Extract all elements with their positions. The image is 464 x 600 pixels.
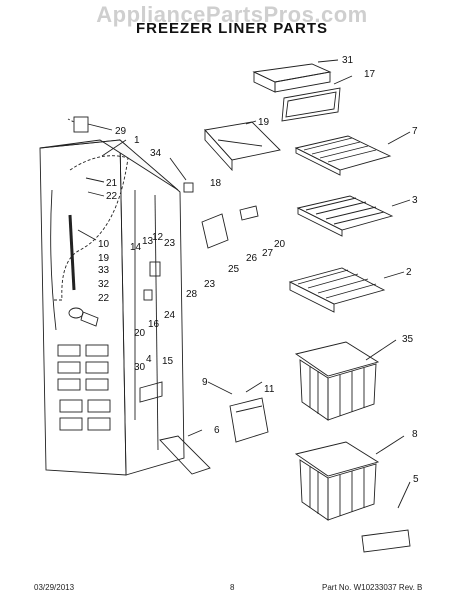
shelf-2 bbox=[288, 267, 386, 313]
callout-21: 21 bbox=[106, 178, 118, 189]
callout-4: 4 bbox=[146, 354, 152, 365]
footer-date: 03/29/2013 bbox=[34, 583, 75, 592]
block-34 bbox=[183, 182, 194, 193]
callout-23-mid: 23 bbox=[204, 279, 216, 290]
callout-34: 34 bbox=[150, 148, 162, 159]
callout-5: 5 bbox=[413, 474, 419, 485]
bracket-25 bbox=[201, 213, 229, 249]
callout-9: 9 bbox=[202, 377, 208, 388]
shelf-3 bbox=[296, 195, 394, 237]
freezer-liner bbox=[39, 138, 185, 476]
callout-33: 33 bbox=[98, 265, 110, 276]
callout-1: 1 bbox=[134, 135, 140, 146]
shelf-7 bbox=[294, 135, 392, 176]
callout-19-left: 19 bbox=[98, 253, 110, 264]
callout-25: 25 bbox=[228, 264, 240, 275]
cover-17 bbox=[281, 87, 341, 122]
callout-35: 35 bbox=[402, 334, 414, 345]
footer-page: 8 bbox=[230, 583, 235, 592]
callout-15: 15 bbox=[162, 356, 174, 367]
diagram-title: FREEZER LINER PARTS bbox=[135, 20, 329, 37]
callout-32: 32 bbox=[98, 279, 110, 290]
callout-18: 18 bbox=[210, 178, 222, 189]
clip-29 bbox=[67, 116, 89, 133]
callout-10: 10 bbox=[98, 239, 110, 250]
callout-20-mid: 20 bbox=[134, 328, 146, 339]
callout-17: 17 bbox=[364, 69, 376, 80]
callout-8: 8 bbox=[412, 429, 418, 440]
damper-31 bbox=[252, 63, 332, 93]
basket-35 bbox=[294, 341, 380, 421]
callout-16: 16 bbox=[148, 319, 160, 330]
callout-11: 11 bbox=[264, 384, 275, 395]
bracket-18 bbox=[204, 121, 281, 172]
strip-5 bbox=[361, 529, 411, 553]
callout-3: 3 bbox=[412, 195, 418, 206]
callout-6: 6 bbox=[214, 425, 220, 436]
callout-23-top: 23 bbox=[164, 238, 176, 249]
callout-12: 12 bbox=[152, 232, 164, 243]
callout-19-top: 19 bbox=[258, 117, 270, 128]
rail-6 bbox=[159, 435, 211, 475]
callout-30: 30 bbox=[134, 362, 146, 373]
lamp-socket-32 bbox=[68, 307, 99, 327]
callout-24: 24 bbox=[164, 310, 176, 321]
bracket-26 bbox=[239, 205, 259, 221]
callout-22-bottom: 22 bbox=[98, 293, 110, 304]
callout-7: 7 bbox=[412, 126, 418, 137]
callout-20-right: 20 bbox=[274, 239, 286, 250]
callout-29: 29 bbox=[115, 126, 127, 137]
rail-11 bbox=[229, 397, 269, 443]
switch-12 bbox=[149, 261, 161, 277]
basket-8 bbox=[294, 441, 380, 521]
light-30 bbox=[139, 381, 163, 403]
callout-26: 26 bbox=[246, 253, 258, 264]
callout-2: 2 bbox=[406, 267, 412, 278]
callout-13: 13 bbox=[142, 236, 154, 247]
callout-27: 27 bbox=[262, 248, 274, 259]
footer-part-no: Part No. W10233037 Rev. B bbox=[322, 583, 423, 592]
callout-28: 28 bbox=[186, 289, 198, 300]
holder-16 bbox=[143, 289, 153, 301]
callout-14: 14 bbox=[130, 242, 142, 253]
callout-22-top: 22 bbox=[106, 191, 118, 202]
watermark: AppliancePartsPros.com bbox=[96, 2, 368, 27]
callout-31: 31 bbox=[342, 55, 354, 66]
